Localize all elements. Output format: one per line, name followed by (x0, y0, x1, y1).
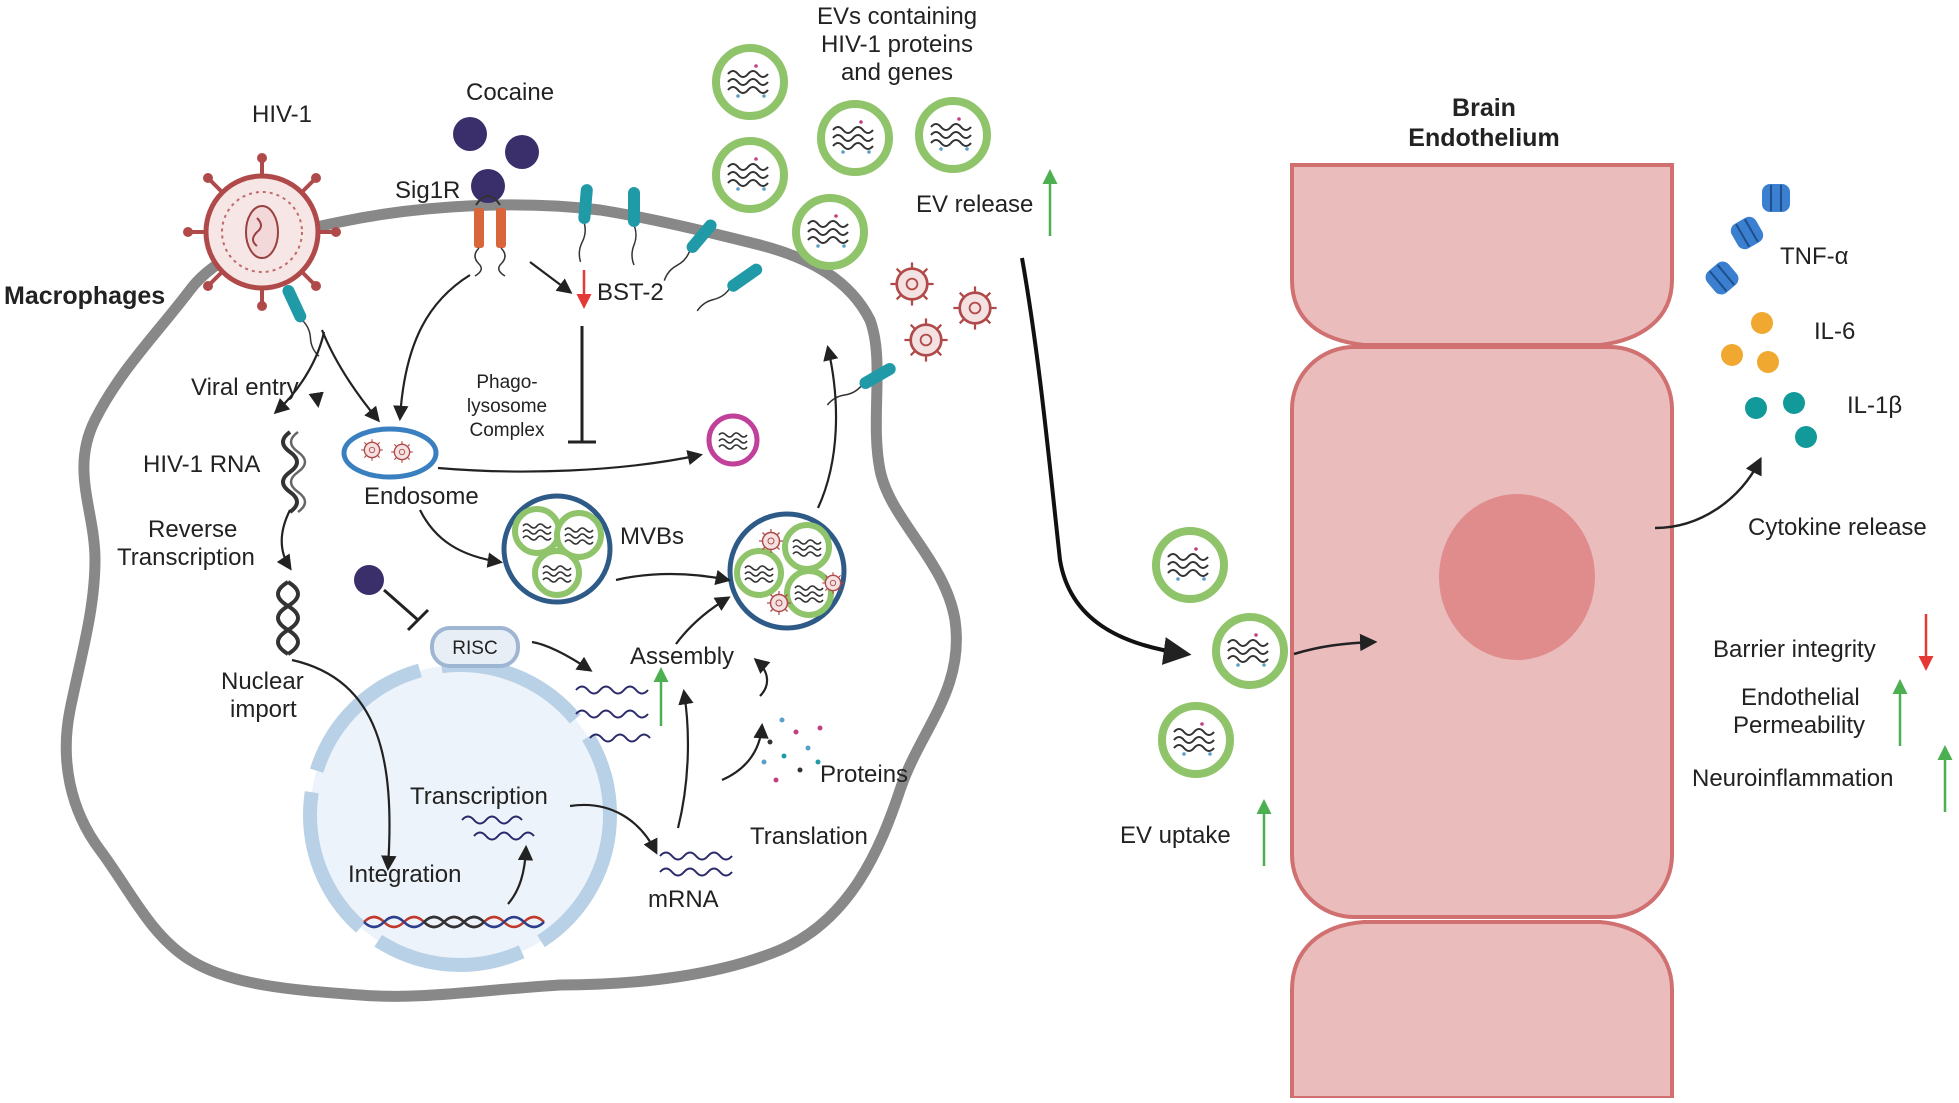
hiv1-rna-strand (281, 430, 307, 514)
proteins-label: Proteins (820, 761, 908, 788)
phagolysosome (706, 413, 760, 467)
ev-title-line3: and genes (841, 59, 953, 86)
il1b-label: IL-1β (1847, 392, 1902, 419)
ev-internalization-arrow (1293, 633, 1378, 656)
reverse-transcription-label-1: Reverse (148, 516, 237, 543)
pathway-arrows (273, 261, 839, 905)
nuclear-import-label-1: Nuclear (221, 668, 304, 695)
tnf-alpha-label: TNF-α (1780, 243, 1849, 270)
endothelial-permeability-label-2: Permeability (1733, 712, 1865, 739)
endothelial-cell-bottom (1290, 920, 1674, 1100)
macrophages-label: Macrophages (4, 282, 165, 310)
dna-helix (276, 580, 300, 656)
viral-entry-label: Viral entry (191, 374, 299, 401)
ev-title-line2: HIV-1 proteins (821, 31, 973, 58)
mrna-transcript (659, 851, 733, 877)
tnf-alpha-molecules (1705, 184, 1790, 295)
nucleus-transcript (461, 815, 535, 841)
endosome (341, 426, 439, 480)
integration-label: Integration (348, 861, 461, 888)
sig1r-receptor (474, 195, 506, 277)
il6-molecules (1721, 312, 1779, 373)
hiv1-label: HIV-1 (252, 101, 312, 128)
ev-trafficking-arrow (1020, 257, 1192, 665)
risc-complex (430, 626, 520, 668)
ev-title-line1: EVs containing (817, 3, 977, 30)
integrated-dna (363, 915, 545, 929)
bst2-inhibition (568, 326, 596, 444)
cocaine-molecules (453, 117, 539, 203)
bst2-label: BST-2 (597, 279, 664, 306)
cocaine-molecule-risc (354, 565, 384, 595)
sig1r-label: Sig1R (395, 177, 460, 204)
mvbs-label: MVBs (620, 523, 684, 550)
hiv1-rna-label: HIV-1 RNA (143, 451, 260, 478)
mvb-2 (727, 511, 847, 631)
ev-release-label: EV release (916, 191, 1033, 218)
phagolysosome-label-2: lysosome (467, 396, 547, 417)
ev-uptake-label: EV uptake (1120, 822, 1231, 849)
mrna-pool (575, 685, 651, 743)
transcription-label: Transcription (410, 783, 548, 810)
endothelial-nucleus (1439, 494, 1595, 660)
risc-label: RISC (452, 638, 497, 659)
assembly-label: Assembly (630, 643, 734, 670)
cocaine-label: Cocaine (466, 79, 554, 106)
translation-label: Translation (750, 823, 868, 850)
il1b-molecules (1745, 392, 1817, 448)
hiv1-virion (183, 153, 341, 311)
barrier-integrity-label: Barrier integrity (1713, 636, 1876, 663)
brain-endothelium-label-1: Brain (1452, 94, 1516, 122)
brain-endothelium-label-2: Endothelium (1408, 124, 1559, 152)
proteins-cluster (761, 717, 823, 783)
endosome-label: Endosome (364, 483, 479, 510)
risc-inhibition (383, 588, 430, 632)
released-virions (889, 261, 998, 363)
endothelial-permeability-label-1: Endothelial (1741, 684, 1860, 711)
neuroinflammation-label: Neuroinflammation (1692, 765, 1893, 792)
il6-label: IL-6 (1814, 318, 1855, 345)
reverse-transcription-label-2: Transcription (117, 544, 255, 571)
endothelial-cell-top (1290, 163, 1674, 347)
phagolysosome-label-1: Phago- (476, 372, 537, 393)
cytokine-release-label: Cytokine release (1748, 514, 1927, 541)
nuclear-import-label-2: import (230, 696, 297, 723)
cytokine-release-arrow (1654, 456, 1762, 530)
mvb-1 (501, 493, 613, 605)
brain-endothelium (1290, 163, 1674, 1100)
mrna-label: mRNA (648, 886, 719, 913)
phagolysosome-label-3: Complex (470, 420, 545, 441)
